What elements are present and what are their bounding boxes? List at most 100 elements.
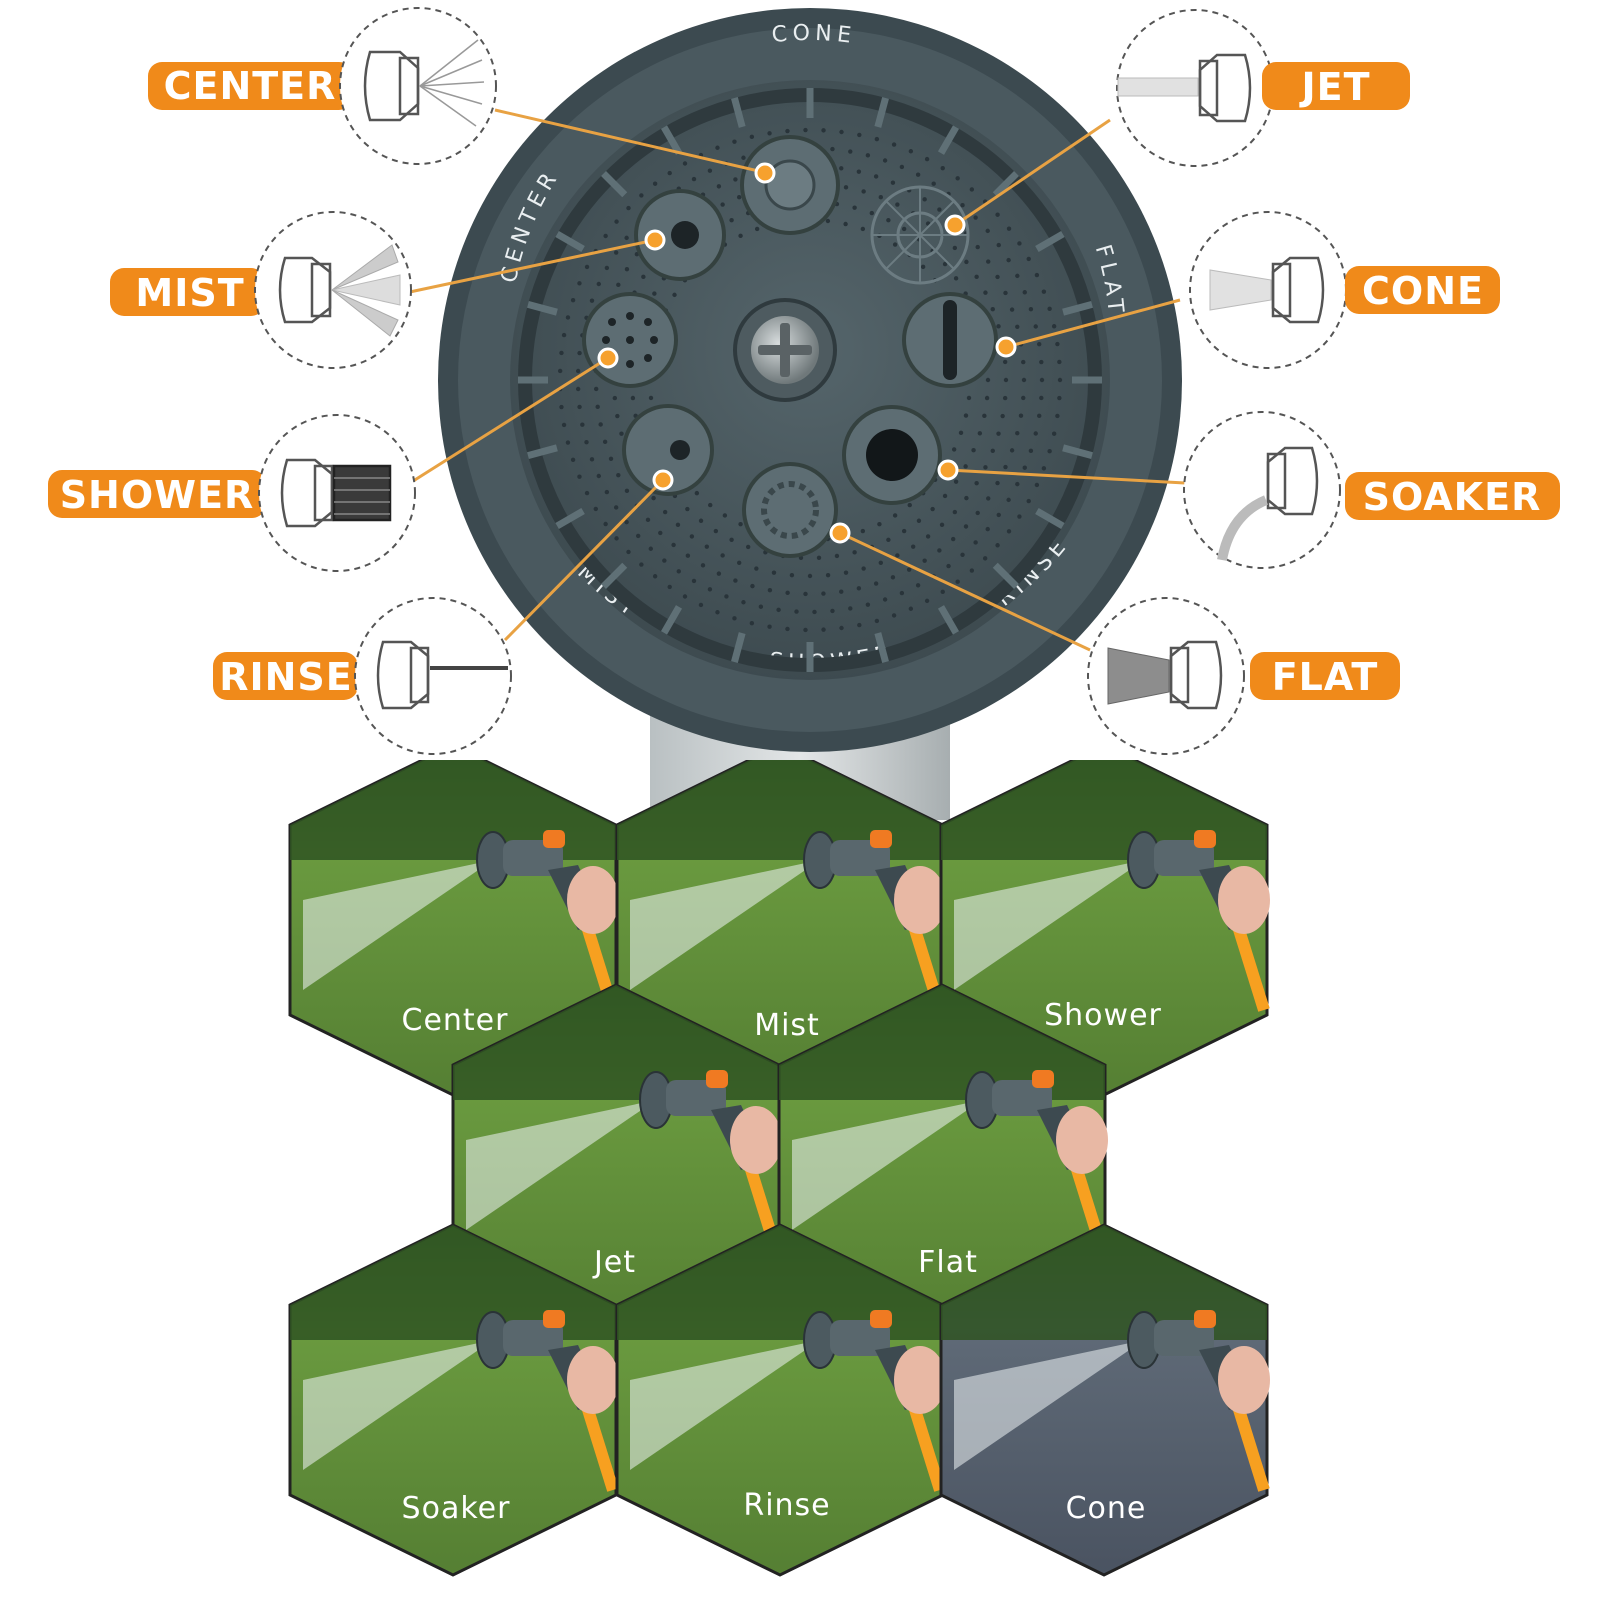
gallery-hex-shower: Shower: [939, 760, 1270, 1097]
tag-center-label: CENTER: [164, 64, 337, 108]
hand-cone: [1218, 1346, 1270, 1414]
leader-dot-flat: [829, 522, 851, 544]
callout-flat: FLAT: [1087, 597, 1400, 755]
tag-mist-label: MIST: [135, 271, 244, 315]
hose-nozzle-mist: [803, 830, 946, 1012]
hose-nozzle-flat: [965, 1070, 1108, 1252]
outlet-rinse: [622, 404, 714, 496]
hand-rinse: [894, 1346, 946, 1414]
callout-rinse: RINSE: [213, 597, 512, 755]
jet-spray-icon: [1117, 53, 1252, 123]
tag-jet: [1262, 62, 1410, 110]
leader-dots: [597, 162, 1017, 544]
outlet-flat: [742, 462, 838, 558]
leader-dot-cone: [995, 336, 1017, 358]
gallery-hex-rinse: Rinse: [615, 1223, 946, 1577]
tag-cone: [1345, 266, 1500, 314]
ring-label-cone: CONE: [771, 21, 853, 49]
shower-spray-icon: [280, 458, 392, 528]
callout-soaker: SOAKER: [1183, 411, 1560, 569]
gallery-label-center: Center: [402, 1003, 509, 1038]
gallery-hex-cone: Cone: [939, 1223, 1270, 1577]
outlet-shower: [582, 292, 678, 388]
hand-flat: [1056, 1106, 1108, 1174]
leader-lines: [404, 108, 1186, 652]
leader-dot-mist: [644, 229, 666, 251]
hand-center: [567, 866, 619, 934]
tag-jet-label: JET: [1298, 65, 1370, 109]
gallery-label-rinse: Rinse: [743, 1488, 830, 1523]
hose-nozzle-cone: [1127, 1310, 1270, 1492]
water-spray-mist: [630, 860, 820, 990]
callout-jet: JET: [1116, 9, 1410, 167]
rinse-spray-icon: [376, 640, 508, 710]
hand-shower: [1218, 866, 1270, 934]
callout-mist: MIST: [110, 211, 412, 369]
hose-nozzle-jet: [639, 1070, 782, 1252]
tag-center: [148, 62, 353, 110]
gallery-hex-soaker: Soaker: [288, 1223, 619, 1577]
leader-line-cone: [1005, 298, 1181, 349]
outlet-mist: [634, 189, 726, 281]
leader-line-shower: [409, 356, 609, 485]
flat-spray-icon: [1107, 640, 1223, 710]
water-spray-shower: [954, 860, 1144, 990]
hose-nozzle-shower: [1127, 830, 1270, 1012]
tag-rinse-label: RINSE: [219, 655, 353, 699]
outlet-center-screw: [733, 298, 837, 402]
tag-flat: [1250, 652, 1400, 700]
water-spray-center: [303, 860, 493, 990]
svg-text:CONE: CONE: [771, 21, 858, 49]
gallery-label-jet: Jet: [592, 1245, 636, 1280]
gallery-label-shower: Shower: [1044, 998, 1162, 1033]
callout-cone: CONE: [1189, 211, 1500, 369]
leader-dot-soaker: [937, 459, 959, 481]
gallery-label-cone: Cone: [1066, 1491, 1147, 1526]
outlet-cone: [902, 292, 998, 388]
leader-line-mist: [404, 238, 656, 295]
tag-rinse: [213, 652, 358, 700]
hand-mist: [894, 866, 946, 934]
mist-spray-icon: [278, 244, 401, 337]
outlet-center: [740, 135, 840, 235]
outlet-soaker: [842, 405, 942, 505]
gallery-label-mist: Mist: [754, 1008, 820, 1043]
tag-flat-label: FLAT: [1272, 655, 1379, 699]
tag-soaker-label: SOAKER: [1363, 475, 1542, 519]
cone-spray-icon: [1209, 256, 1325, 324]
gallery-hex-flat: Flat: [777, 983, 1108, 1337]
leader-line-flat: [839, 531, 1091, 652]
hand-soaker: [567, 1346, 619, 1414]
water-spray-flat: [792, 1100, 982, 1230]
leader-line-soaker: [947, 468, 1186, 485]
tag-mist: [110, 268, 265, 316]
leader-dot-center: [754, 162, 776, 184]
tag-cone-label: CONE: [1362, 269, 1484, 313]
hose-nozzle-center: [476, 830, 619, 1012]
gallery-label-flat: Flat: [918, 1245, 978, 1280]
water-spray-soaker: [303, 1340, 493, 1470]
face-ribs: [518, 88, 1102, 672]
callout-shower: SHOWER: [48, 414, 416, 572]
gallery-hex-jet: Jet: [451, 983, 782, 1337]
tag-shower: [48, 470, 266, 518]
gallery-hex-center: Center: [288, 760, 619, 1097]
soaker-spray-icon: [1217, 446, 1319, 561]
water-spray-rinse: [630, 1340, 820, 1470]
nozzle-diagram: MIST SHOWER RINSE CENTER CONE FLAT: [48, 7, 1560, 820]
tag-soaker: [1345, 472, 1560, 520]
callout-center: CENTER: [148, 7, 497, 165]
leader-line-center: [494, 108, 764, 174]
hand-jet: [730, 1106, 782, 1174]
leader-dot-shower: [597, 347, 619, 369]
center-spray-icon: [363, 39, 485, 127]
gallery-hex-mist: Mist: [615, 760, 946, 1097]
hose-nozzle-rinse: [803, 1310, 946, 1492]
water-spray-cone: [954, 1340, 1144, 1470]
leader-dot-rinse: [652, 469, 674, 491]
water-spray-jet: [466, 1100, 656, 1230]
tag-shower-label: SHOWER: [60, 473, 255, 517]
leader-line-jet: [954, 118, 1111, 227]
leader-line-rinse: [503, 478, 665, 642]
